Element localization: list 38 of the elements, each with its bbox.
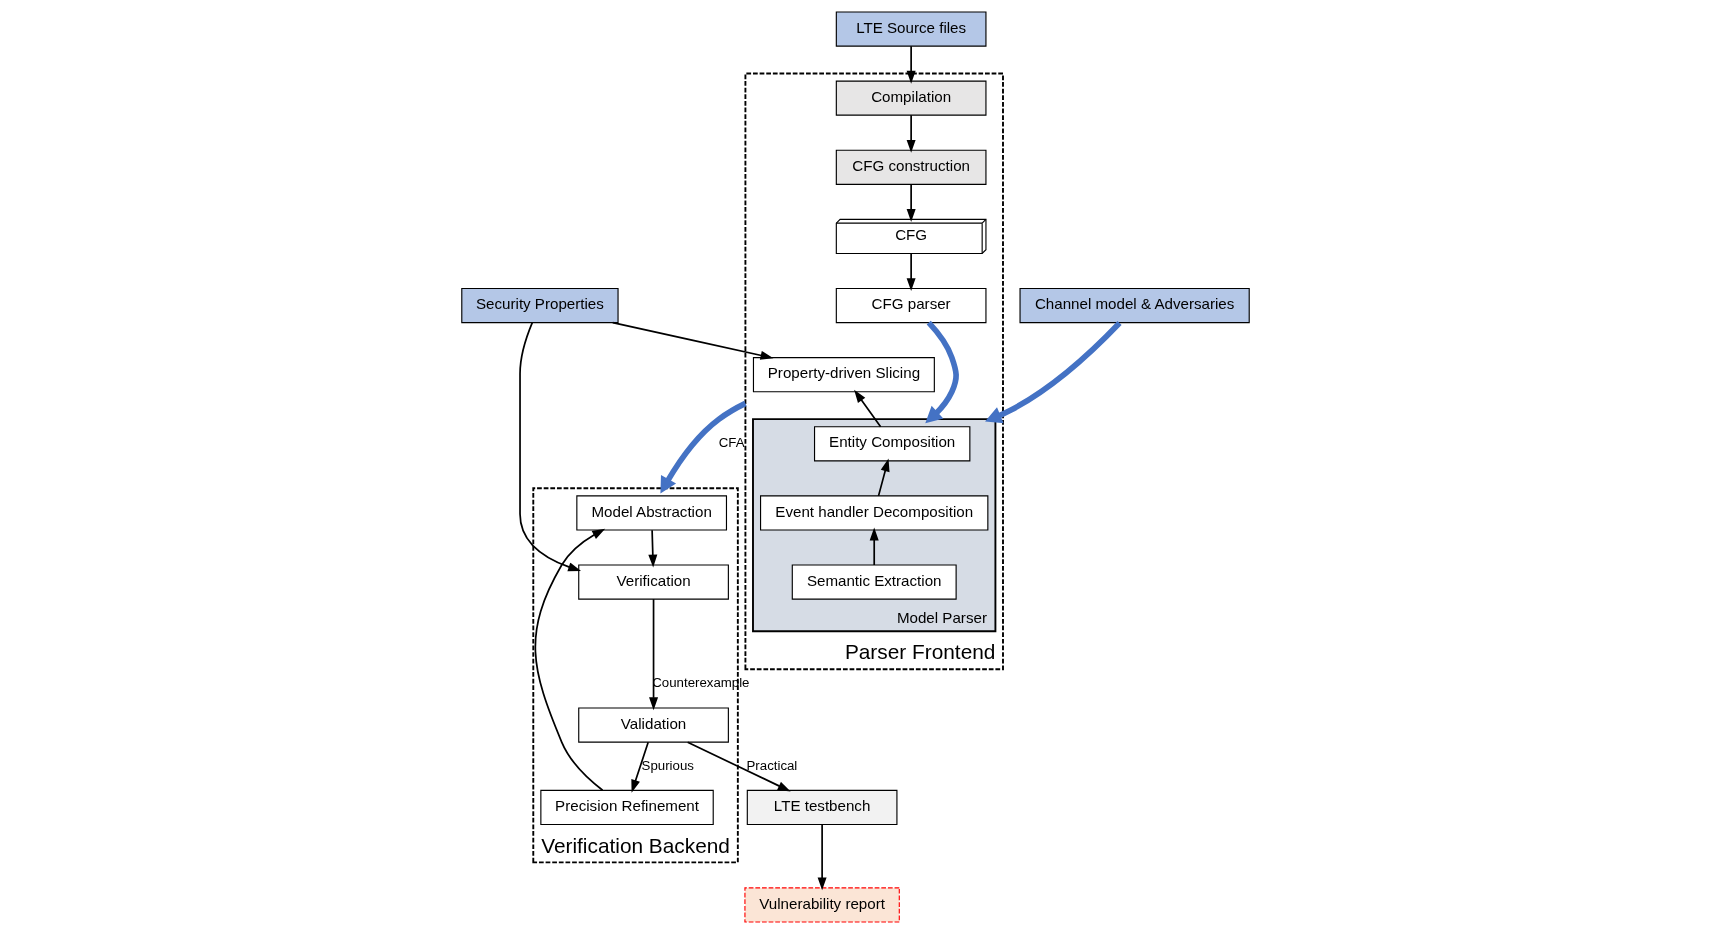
node-box: LTE Source files	[835, 11, 987, 47]
arrow	[869, 527, 879, 566]
edge-label: Counterexample	[651, 675, 750, 691]
node-box: Compilation	[835, 80, 987, 116]
node-box: Precision Refinement	[539, 789, 714, 826]
arrow	[877, 458, 890, 497]
node-box: CFG parser	[835, 287, 987, 324]
arrow	[817, 823, 827, 891]
arrow	[984, 321, 1122, 424]
node-box: Verification	[577, 564, 729, 600]
arrow	[686, 741, 791, 792]
arrow	[534, 528, 605, 792]
arrow	[648, 598, 658, 711]
node-box: Property-driven Slicing	[752, 357, 935, 393]
arrow	[611, 321, 773, 360]
node-box: CFG construction	[835, 149, 987, 185]
arrow	[518, 321, 581, 572]
node-box: Semantic Extraction	[791, 564, 957, 600]
node-box: LTE testbench	[746, 789, 897, 826]
edge-label: CFA	[718, 435, 745, 451]
arrow	[647, 529, 657, 568]
node-box: Event handler Decomposition	[759, 495, 988, 531]
arrow	[906, 252, 916, 292]
arrow	[906, 114, 916, 153]
node-box: Channel model & Adversaries	[1018, 287, 1250, 324]
arrow	[906, 183, 916, 222]
node-box: Model Abstraction	[575, 495, 727, 531]
arrow	[853, 389, 881, 428]
edge-label: Spurious	[641, 757, 694, 773]
node-box: Vulnerability report	[743, 887, 900, 923]
arrow	[630, 741, 649, 793]
arrow	[924, 320, 959, 424]
edge-label: Practical	[746, 757, 797, 773]
node-box: Entity Composition	[813, 426, 970, 462]
node-box: Security Properties	[460, 287, 619, 324]
arrow	[906, 45, 916, 84]
arrow	[659, 400, 747, 494]
node-box: Validation	[577, 707, 729, 743]
